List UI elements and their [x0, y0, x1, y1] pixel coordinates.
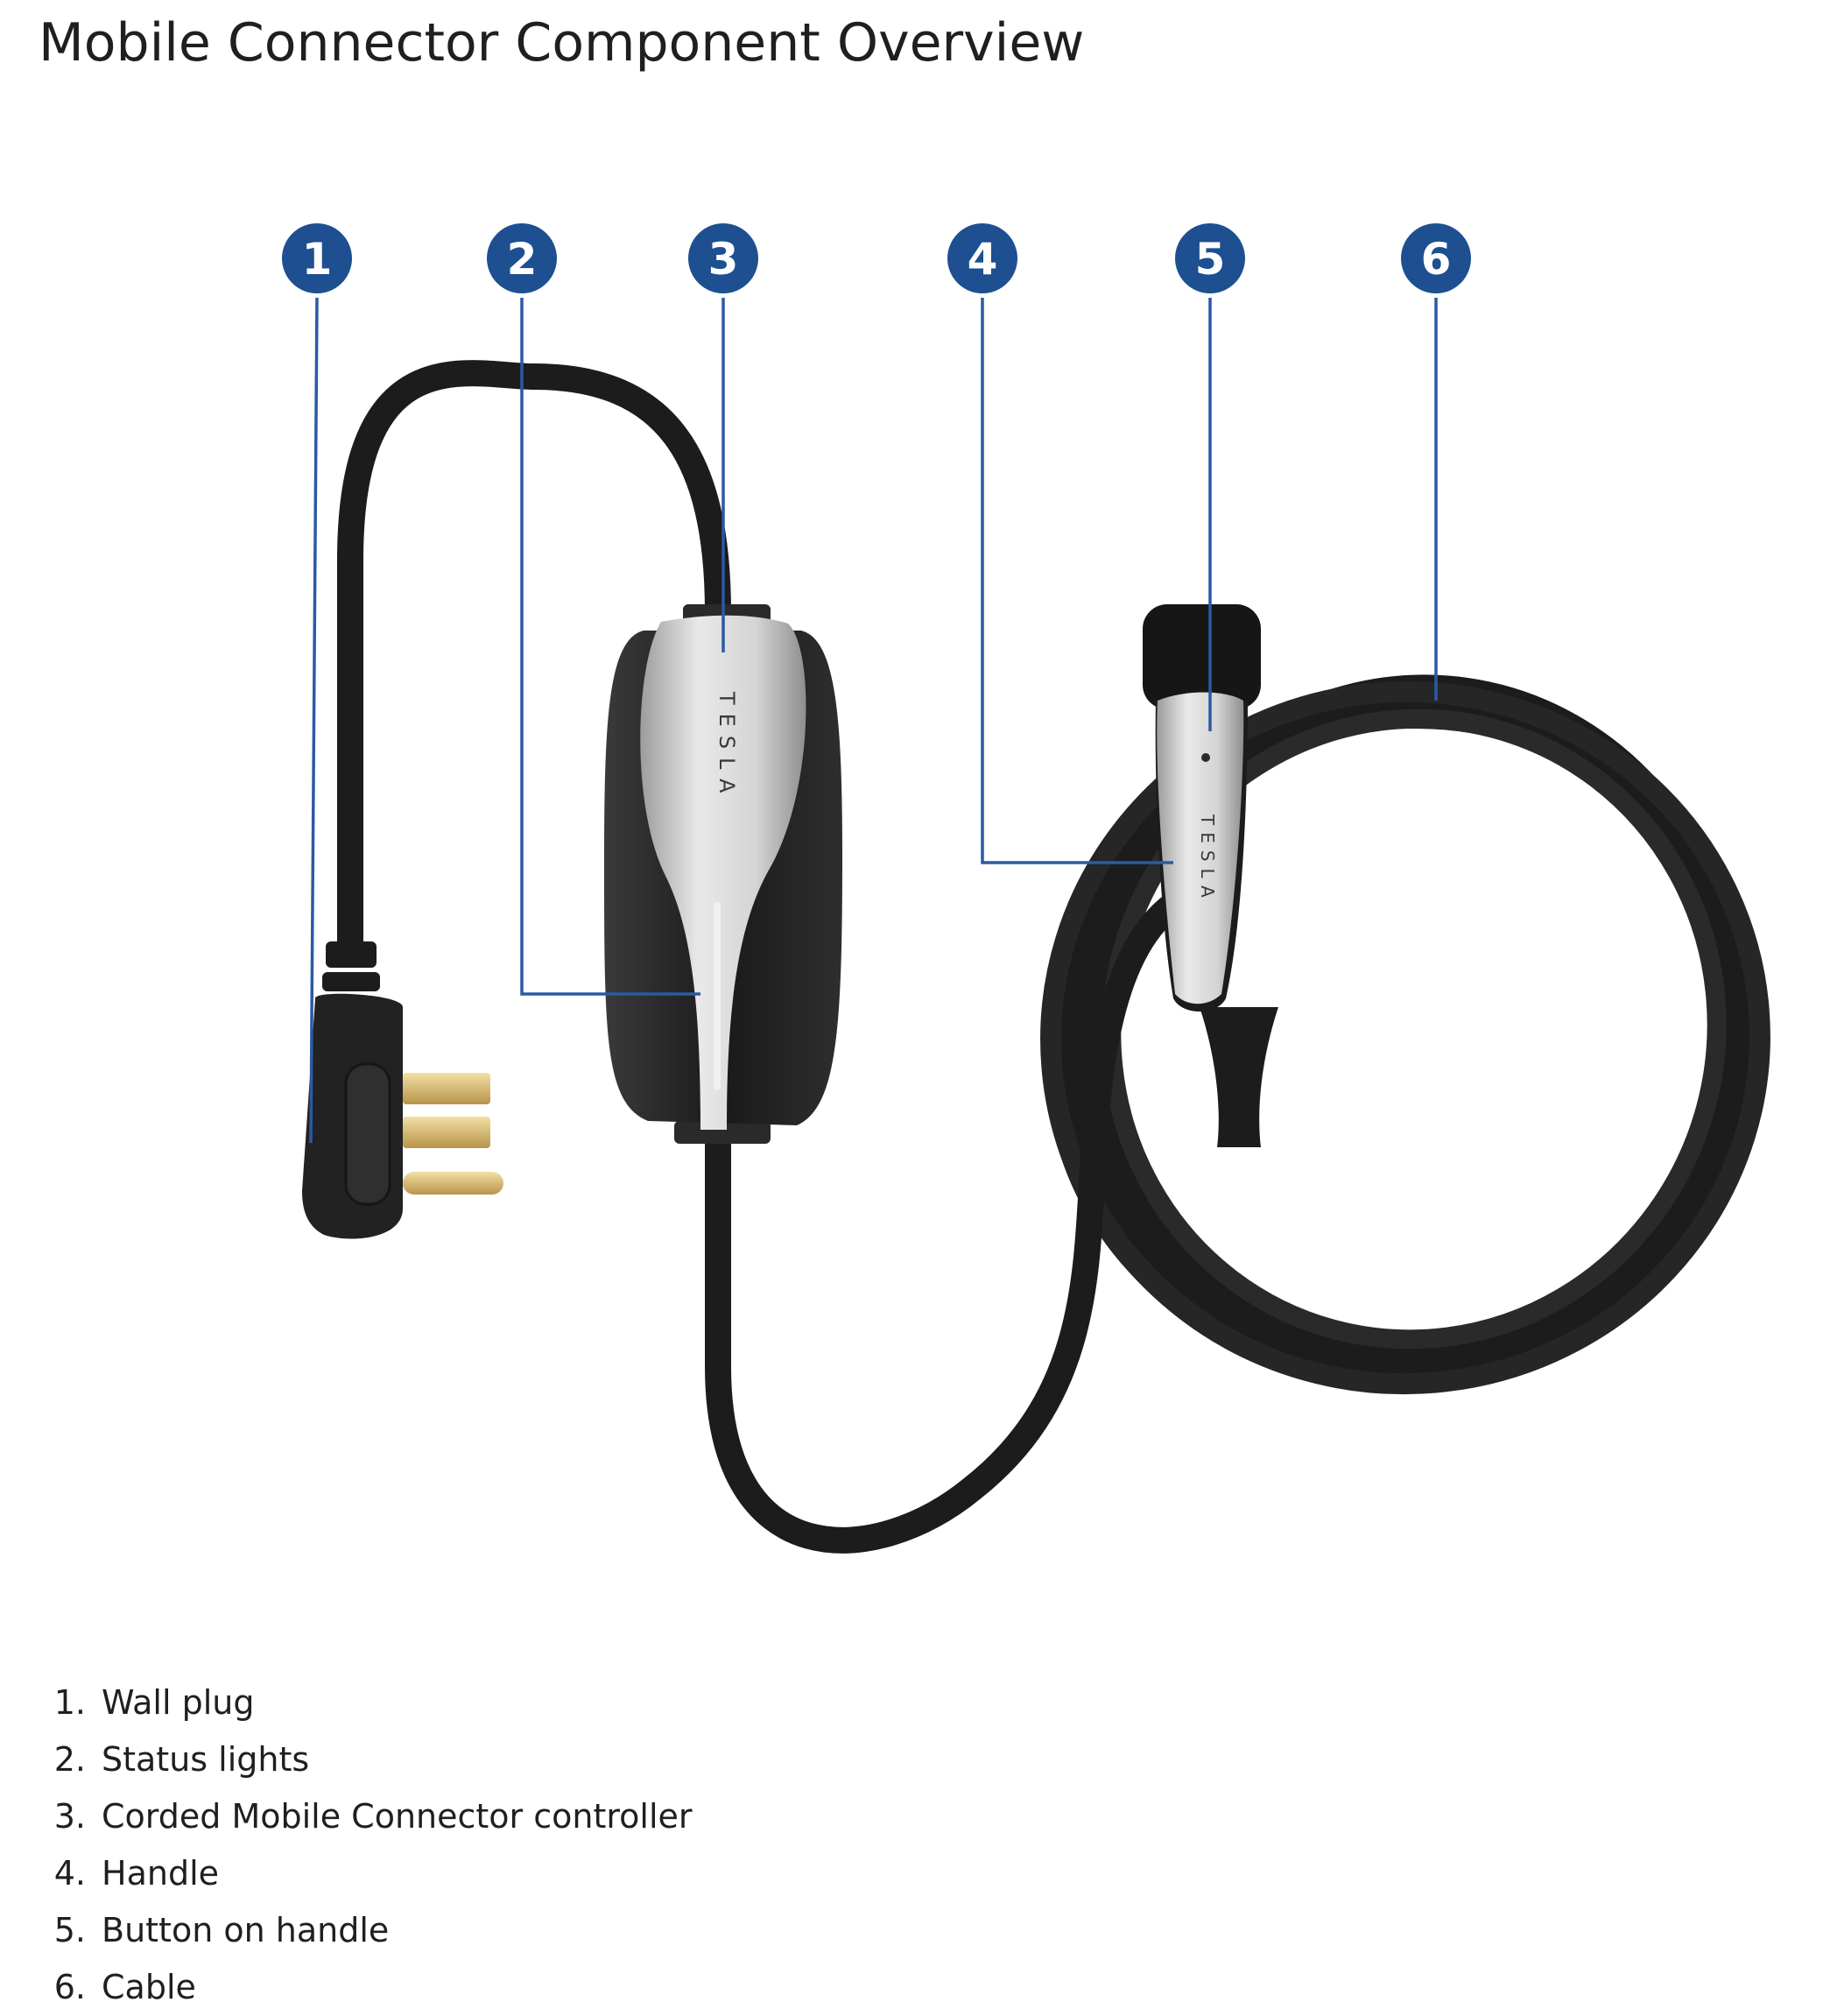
legend-item-button-on-handle: 5. Button on handle [39, 1902, 693, 1959]
leader-line-2 [520, 298, 700, 996]
wall-plug [302, 941, 503, 1239]
page-title: Mobile Connector Component Overview [39, 12, 1085, 74]
leader-lines [309, 297, 1438, 1144]
legend-number: 5. [53, 1911, 86, 1949]
legend-number: 3. [53, 1797, 86, 1836]
leader-line-4 [981, 298, 1173, 864]
callout-badge-5: 5 [1175, 223, 1245, 293]
legend-item-wall-plug: 1. Wall plug [39, 1674, 693, 1731]
cable-plug-to-controller [337, 360, 731, 968]
legend-item-cable: 6. Cable [39, 1959, 693, 2016]
cable-controller-to-handle [705, 871, 1230, 1554]
legend-number: 6. [53, 1968, 86, 2006]
legend-item-controller: 3. Corded Mobile Connector controller [39, 1788, 693, 1845]
callout-badge-6: 6 [1401, 223, 1471, 293]
handle-brand-text: TESLA [1197, 814, 1218, 905]
legend-label: Status lights [102, 1740, 310, 1779]
handle-button[interactable] [1201, 753, 1210, 762]
legend-number: 2. [53, 1740, 86, 1779]
legend-label: Button on handle [102, 1911, 390, 1949]
component-legend: 1. Wall plug 2. Status lights 3. Corded … [39, 1674, 693, 2016]
svg-text:5: 5 [1195, 234, 1226, 285]
callout-badge-3: 3 [688, 223, 758, 293]
legend-label: Handle [102, 1854, 220, 1893]
status-lights [714, 902, 721, 1090]
legend-number: 4. [53, 1854, 86, 1893]
leader-line-1 [309, 297, 319, 1144]
legend-label: Wall plug [102, 1683, 255, 1722]
controller-brand-text: TESLA [714, 691, 739, 801]
callout-badge-2: 2 [487, 223, 557, 293]
svg-text:6: 6 [1421, 234, 1452, 285]
svg-text:1: 1 [302, 234, 333, 285]
svg-text:3: 3 [708, 234, 739, 285]
legend-label: Cable [102, 1968, 196, 2006]
legend-item-status-lights: 2. Status lights [39, 1731, 693, 1788]
mobile-connector-controller: TESLA [604, 604, 842, 1144]
legend-number: 1. [53, 1683, 86, 1722]
callout-badge-4: 4 [947, 223, 1017, 293]
svg-text:2: 2 [507, 234, 538, 285]
callout-badge-1: 1 [282, 223, 352, 293]
charging-handle: TESLA [1143, 604, 1278, 1147]
legend-item-handle: 4. Handle [39, 1845, 693, 1902]
legend-label: Corded Mobile Connector controller [102, 1797, 693, 1836]
svg-text:4: 4 [968, 234, 998, 285]
